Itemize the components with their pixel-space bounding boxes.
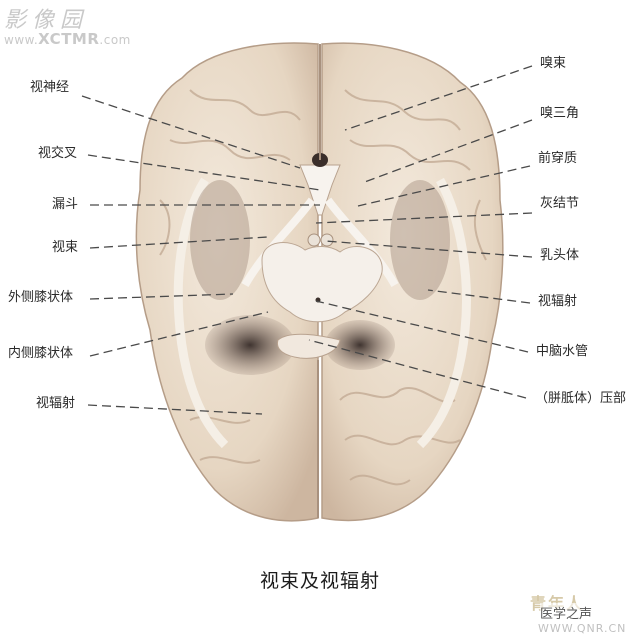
leader-line-left-1 [87, 154, 321, 191]
label-right-4: 乳头体 [540, 248, 580, 263]
watermark-logo-text: 影像园 [4, 8, 89, 33]
watermark-account: 医学之声 [540, 603, 593, 622]
watermark-url-prefix: www. [4, 33, 39, 47]
leader-line-right-5 [427, 289, 531, 304]
figure-title: 视束及视辐射 [259, 570, 380, 592]
label-left-6: 视辐射 [36, 396, 76, 411]
leader-line-right-0 [344, 65, 533, 131]
optic-tract-left [241, 197, 316, 287]
watermark-url-brand: XCTMR [38, 30, 100, 48]
label-right-0: 嗅束 [540, 56, 567, 71]
label-right-1: 嗅三角 [540, 106, 580, 121]
leader-line-left-6 [87, 404, 263, 415]
leader-line-left-0 [81, 95, 301, 169]
label-left-4: 外侧膝状体 [8, 290, 74, 305]
leader-line-right-1 [361, 119, 533, 184]
label-right-7: （胼胝体）压部 [535, 391, 627, 406]
watermark-url-bottom: WWW.QNR.CN [538, 622, 627, 635]
leader-line-right-7 [308, 339, 527, 399]
label-right-6: 中脑水管 [536, 344, 589, 359]
watermark-url: www.XCTMR.com [4, 30, 131, 48]
label-left-5: 内侧膝状体 [8, 346, 74, 361]
leader-line-left-5 [89, 311, 269, 357]
leader-lines [81, 65, 533, 415]
midbrain-section [261, 242, 383, 323]
left-hemisphere [135, 42, 319, 522]
leader-line-right-3 [315, 212, 533, 224]
label-right-2: 前穿质 [538, 151, 578, 166]
optic-chiasm [299, 164, 341, 216]
optic-tract-right [324, 197, 399, 287]
leader-line-left-3 [89, 236, 269, 249]
label-left-0: 视神经 [30, 80, 70, 95]
label-left-2: 漏斗 [52, 197, 79, 212]
leader-line-right-4 [324, 240, 533, 258]
leader-line-right-2 [357, 165, 531, 207]
leader-line-left-4 [89, 293, 234, 300]
watermark-url-suffix: .com [99, 33, 131, 47]
label-left-1: 视交叉 [38, 146, 78, 161]
label-right-3: 灰结节 [540, 196, 580, 211]
label-right-5: 视辐射 [538, 294, 578, 309]
label-left-3: 视束 [52, 240, 79, 255]
splenium [276, 333, 341, 359]
leader-line-right-6 [315, 300, 529, 353]
